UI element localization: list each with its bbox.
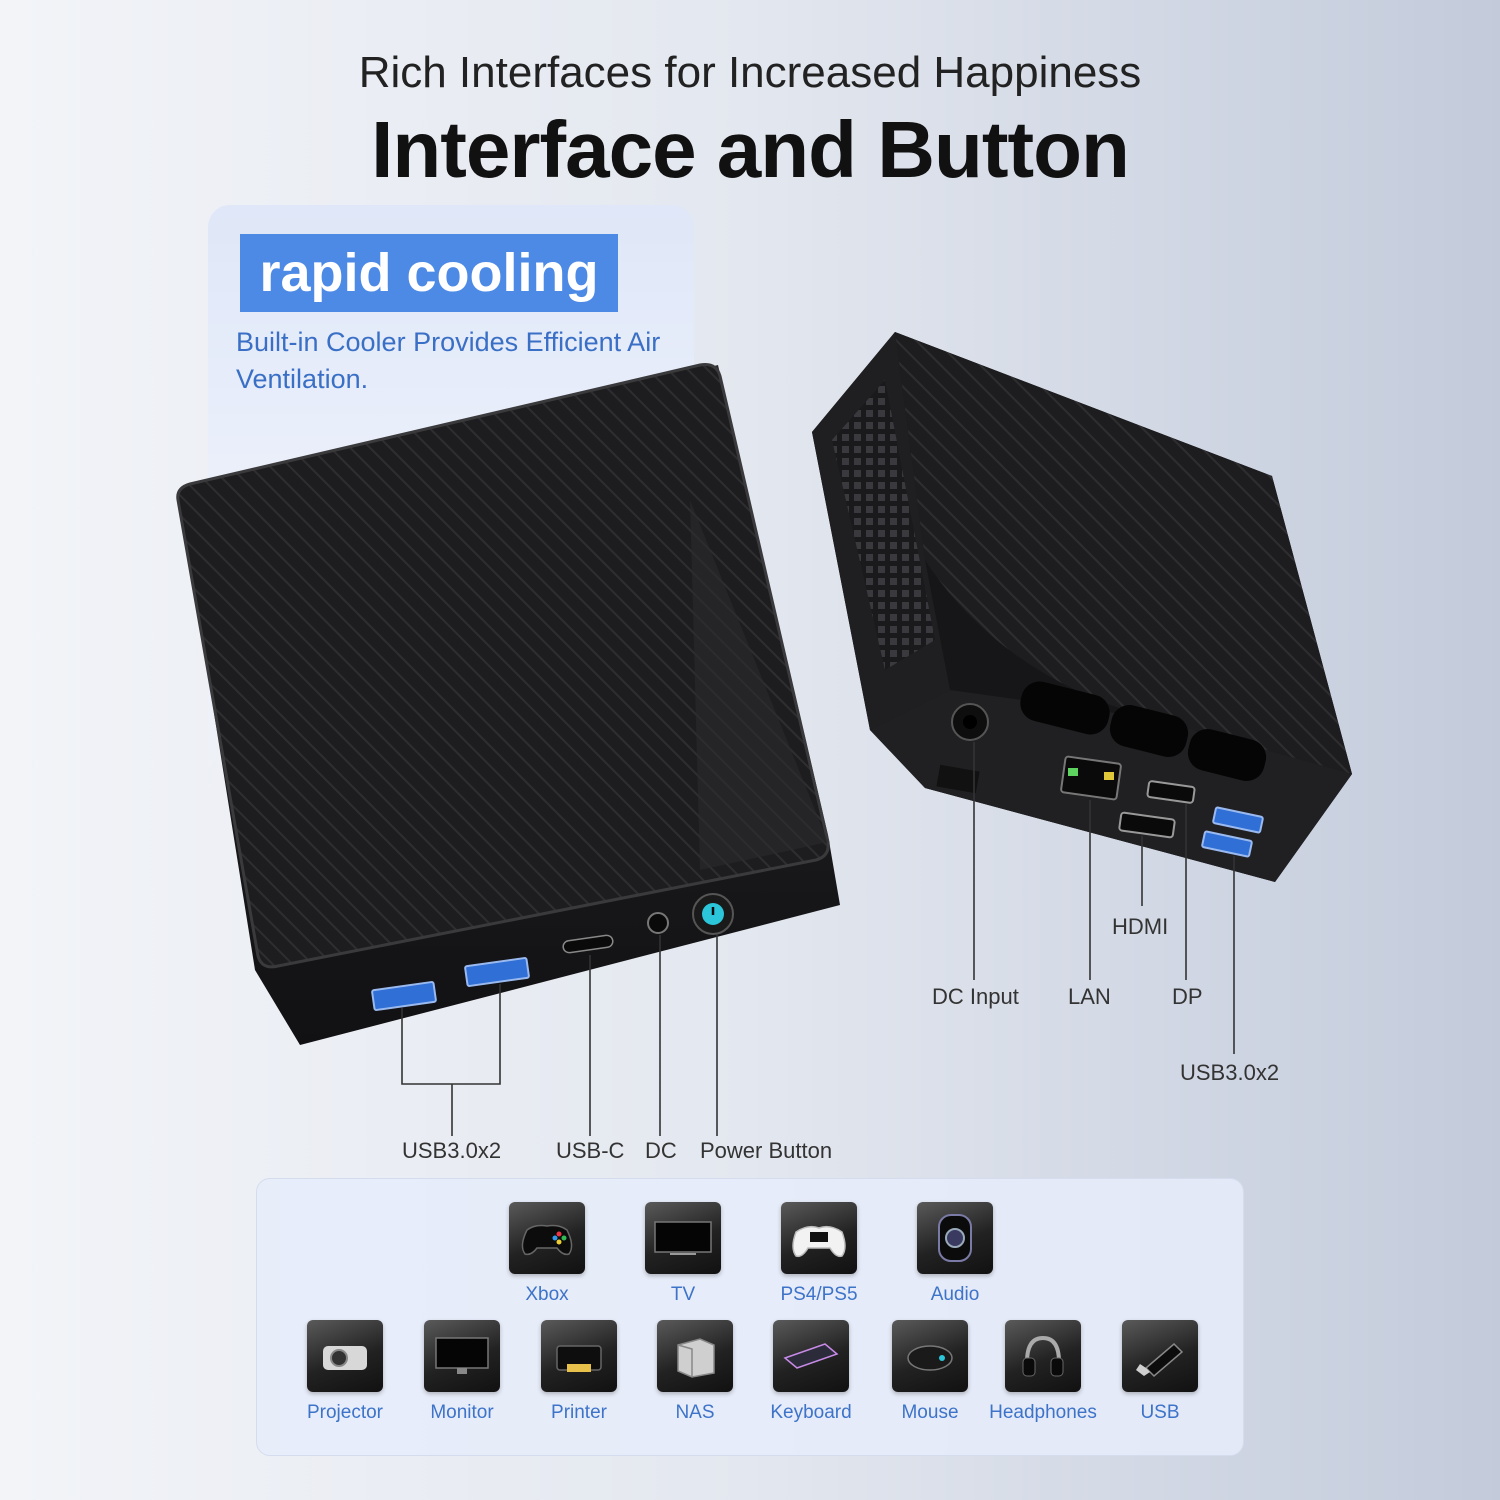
usb-port-1	[371, 981, 437, 1011]
device-name: TV	[670, 1284, 696, 1305]
tv-icon	[645, 1202, 721, 1274]
device-ps: PS4/PS5	[764, 1202, 874, 1306]
page-subtitle: Rich Interfaces for Increased Happiness	[358, 48, 1142, 97]
label-hdmi: HDMI	[1112, 914, 1169, 939]
keyboard-icon	[773, 1320, 849, 1392]
mini-pc-rear	[812, 332, 1352, 882]
device-nas: NAS	[640, 1320, 750, 1424]
device-name: Keyboard	[770, 1402, 852, 1423]
cooling-description: Built-in Cooler Provides Efficient Air V…	[236, 327, 661, 394]
device-xbox: Xbox	[492, 1202, 602, 1306]
rear-leader-lines	[973, 742, 1235, 1054]
nas-icon	[657, 1320, 733, 1392]
device-audio: Audio	[900, 1202, 1010, 1306]
usb-c-port	[562, 934, 614, 954]
compatible-devices-panel	[256, 1178, 1244, 1456]
label-front-dc: DC	[645, 1138, 677, 1163]
rear-usb-port-2	[1201, 830, 1253, 858]
cooling-badge: rapid cooling	[240, 234, 618, 312]
device-name: NAS	[675, 1402, 715, 1423]
monitor-icon	[424, 1320, 500, 1392]
projector-icon	[307, 1320, 383, 1392]
audio-jack	[647, 912, 669, 934]
device-name: USB	[1140, 1402, 1180, 1423]
mouse-icon	[892, 1320, 968, 1392]
device-name: Printer	[551, 1402, 607, 1423]
label-front-usbc: USB-C	[556, 1138, 625, 1163]
device-name: Xbox	[525, 1284, 569, 1305]
device-name: PS4/PS5	[780, 1284, 858, 1305]
device-name: Mouse	[901, 1402, 959, 1423]
device-projector: Projector	[290, 1320, 400, 1424]
device-tv: TV	[628, 1202, 738, 1306]
front-leader-lines	[401, 935, 718, 1136]
label-front-usb: USB3.0x2	[402, 1138, 502, 1163]
label-power-button: Power Button	[700, 1138, 833, 1163]
rear-usb-port-1	[1212, 806, 1264, 834]
usb-port-2	[464, 957, 530, 987]
hdmi-port	[1118, 811, 1176, 839]
device-keyboard: Keyboard	[756, 1320, 866, 1424]
headphones-icon	[1005, 1320, 1081, 1392]
label-rear-usb: USB3.0x2	[1180, 1060, 1280, 1085]
device-name: Projector	[306, 1402, 384, 1423]
device-mouse: Mouse	[875, 1320, 985, 1424]
label-dp: DP	[1172, 984, 1203, 1009]
page-title: Interface and Button	[371, 105, 1130, 194]
speaker-icon	[917, 1202, 993, 1274]
controller-icon	[781, 1202, 857, 1274]
device-name: Headphones	[989, 1402, 1097, 1423]
gamepad-icon	[509, 1202, 585, 1274]
device-name: Monitor	[430, 1402, 494, 1423]
device-headphones: Headphones	[988, 1320, 1098, 1424]
mini-pc-front	[176, 363, 840, 1045]
lan-port	[1060, 755, 1122, 801]
dp-port	[1146, 780, 1196, 804]
device-monitor: Monitor	[407, 1320, 517, 1424]
label-lan: LAN	[1068, 984, 1111, 1009]
label-dc-input: DC Input	[932, 984, 1019, 1009]
device-name: Audio	[930, 1284, 980, 1305]
usb-stick-icon	[1122, 1320, 1198, 1392]
device-printer: Printer	[524, 1320, 634, 1424]
printer-icon	[541, 1320, 617, 1392]
device-usb: USB	[1105, 1320, 1215, 1424]
